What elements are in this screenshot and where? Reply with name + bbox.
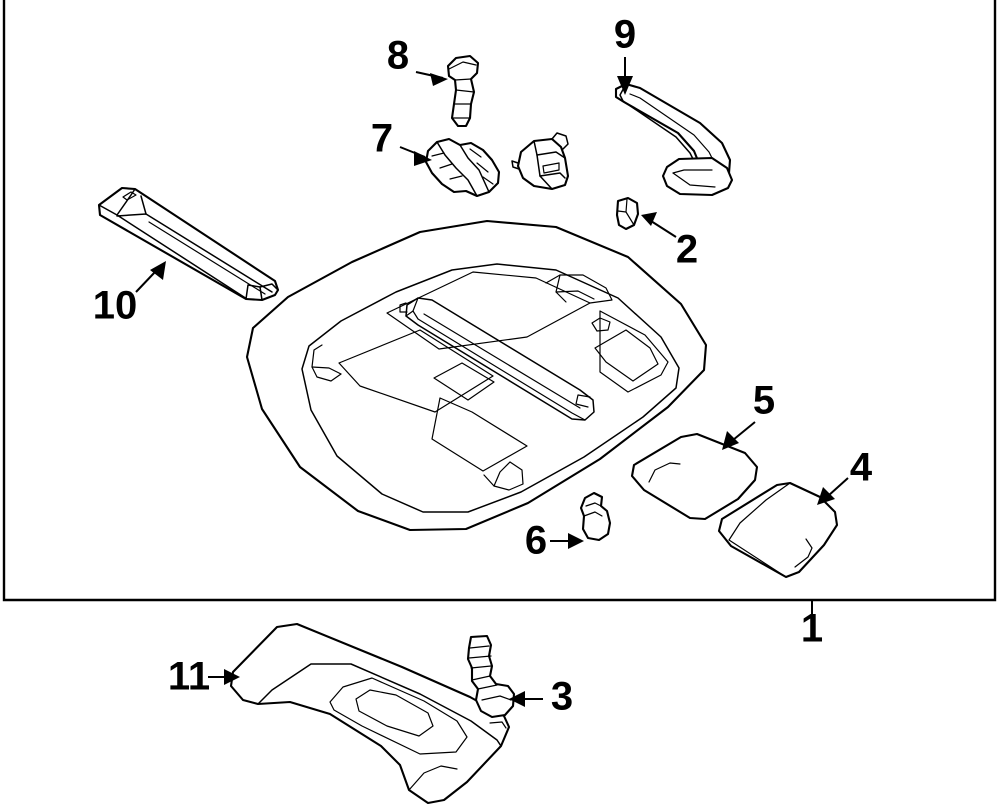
callout-number-9[interactable]: 9 — [614, 13, 636, 57]
group-boundary-box — [2, 0, 997, 602]
part-wire-connector — [424, 137, 501, 198]
callout-number-11[interactable]: 11 — [168, 655, 210, 699]
callout-number-3[interactable]: 3 — [551, 675, 573, 719]
part-screw-pan-head — [446, 54, 480, 128]
callout-number-5[interactable]: 5 — [753, 379, 775, 423]
callout-number-7[interactable]: 7 — [371, 117, 393, 161]
part-lens-cover-large — [630, 432, 759, 521]
callout-number-8[interactable]: 8 — [387, 34, 409, 78]
callout-number-2[interactable]: 2 — [676, 228, 698, 272]
part-cap-plug — [615, 196, 640, 231]
part-headliner-trim-panel — [229, 622, 511, 805]
callout-numbers: 1 2 3 4 5 6 7 8 9 10 11 — [93, 13, 873, 719]
part-bulb — [579, 491, 612, 542]
callout-leaders — [135, 57, 849, 707]
callout-number-6[interactable]: 6 — [525, 519, 547, 563]
part-screw-hex-head — [466, 634, 516, 719]
part-sun-visor — [97, 186, 280, 302]
part-assist-grip-handle — [511, 82, 734, 197]
callout-number-1[interactable]: 1 — [801, 607, 823, 651]
callout-number-4[interactable]: 4 — [850, 446, 873, 490]
part-overhead-console-assembly — [245, 219, 708, 532]
callout-number-10[interactable]: 10 — [93, 284, 138, 328]
part-lens-cover-small — [717, 481, 839, 579]
